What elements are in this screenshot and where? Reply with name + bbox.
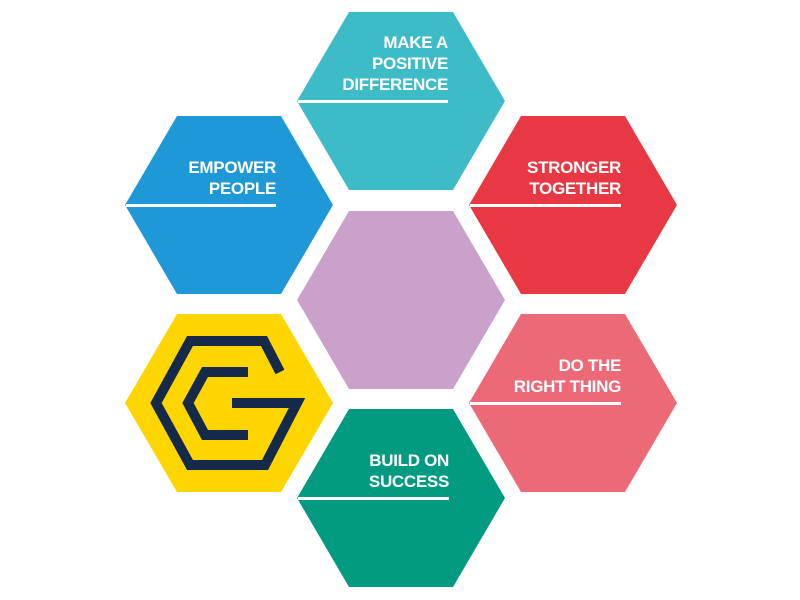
label-do-the-right-thing: DO THE RIGHT THING (513, 355, 622, 397)
label-line: PEOPLE (208, 179, 276, 198)
underline-divider (470, 402, 621, 405)
label-line: DIFFERENCE (342, 75, 448, 94)
label-line: SUCCESS (368, 472, 449, 491)
g-logo-icon (150, 336, 306, 470)
label-line: DO THE (558, 356, 622, 375)
label-line: STRONGER (527, 158, 621, 177)
label-line: EMPOWER (188, 158, 276, 177)
label-build-on-success: BUILD ON SUCCESS (369, 450, 449, 492)
hex-center (297, 211, 505, 389)
label-stronger-together: STRONGER TOGETHER (527, 157, 621, 199)
label-line: BUILD ON (369, 451, 449, 470)
label-make-a-positive-difference: MAKE A POSITIVE DIFFERENCE (342, 32, 448, 95)
underline-divider (298, 497, 449, 500)
underline-divider (126, 204, 276, 207)
label-line: RIGHT THING (513, 377, 622, 396)
underline-divider (470, 204, 621, 207)
underline-divider (298, 100, 448, 103)
label-line: POSITIVE (371, 54, 448, 73)
label-empower-people: EMPOWER PEOPLE (188, 157, 276, 199)
label-line: TOGETHER (529, 179, 621, 198)
label-line: MAKE A (383, 33, 448, 52)
